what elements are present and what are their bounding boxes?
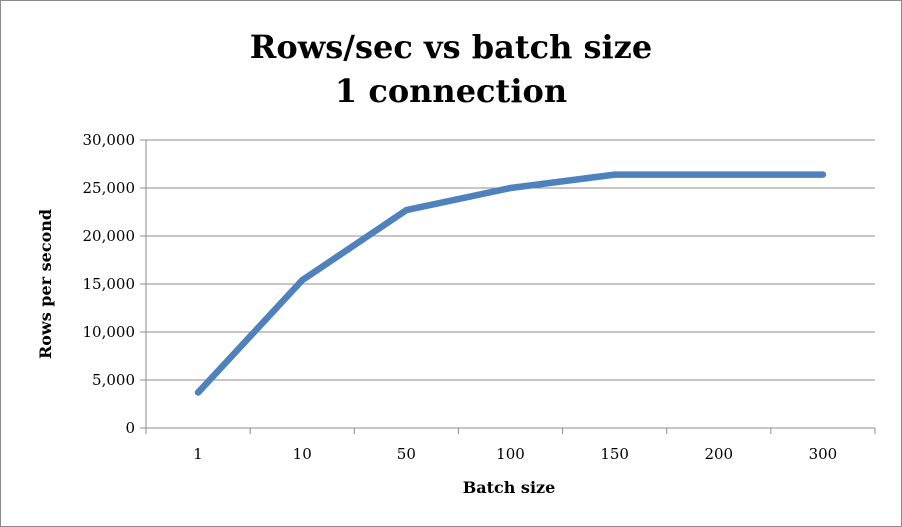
chart-title-line-1: Rows/sec vs batch size xyxy=(249,28,653,66)
y-tick-label: 25,000 xyxy=(83,179,136,197)
y-tick-label: 10,000 xyxy=(83,323,136,341)
x-tick-label: 200 xyxy=(704,445,733,463)
x-tick-label: 300 xyxy=(809,445,838,463)
y-tick-label: 30,000 xyxy=(83,131,136,149)
x-tick-label: 150 xyxy=(600,445,629,463)
x-tick-label: 1 xyxy=(193,445,203,463)
axes xyxy=(140,139,876,434)
series-group xyxy=(194,171,827,396)
x-axis-label: Batch size xyxy=(463,478,556,497)
chart-title-line-2: 1 connection xyxy=(334,72,568,110)
x-tick-label: 100 xyxy=(496,445,525,463)
chart-title: Rows/sec vs batch size 1 connection xyxy=(1,25,901,113)
x-tick-labels: 1 10 50 100 150 200 300 xyxy=(193,445,837,463)
y-tick-labels: 0 5,000 10,000 15,000 20,000 25,000 30,000 xyxy=(83,131,136,437)
grid-lines xyxy=(146,139,875,381)
y-tick-label: 20,000 xyxy=(83,227,136,245)
y-tick-label: 15,000 xyxy=(83,275,136,293)
x-tick-label: 10 xyxy=(293,445,312,463)
y-tick-label: 5,000 xyxy=(92,371,135,389)
y-tick-label: 0 xyxy=(125,419,135,437)
x-tick-label: 50 xyxy=(397,445,416,463)
y-axis-label: Rows per second xyxy=(36,209,55,359)
